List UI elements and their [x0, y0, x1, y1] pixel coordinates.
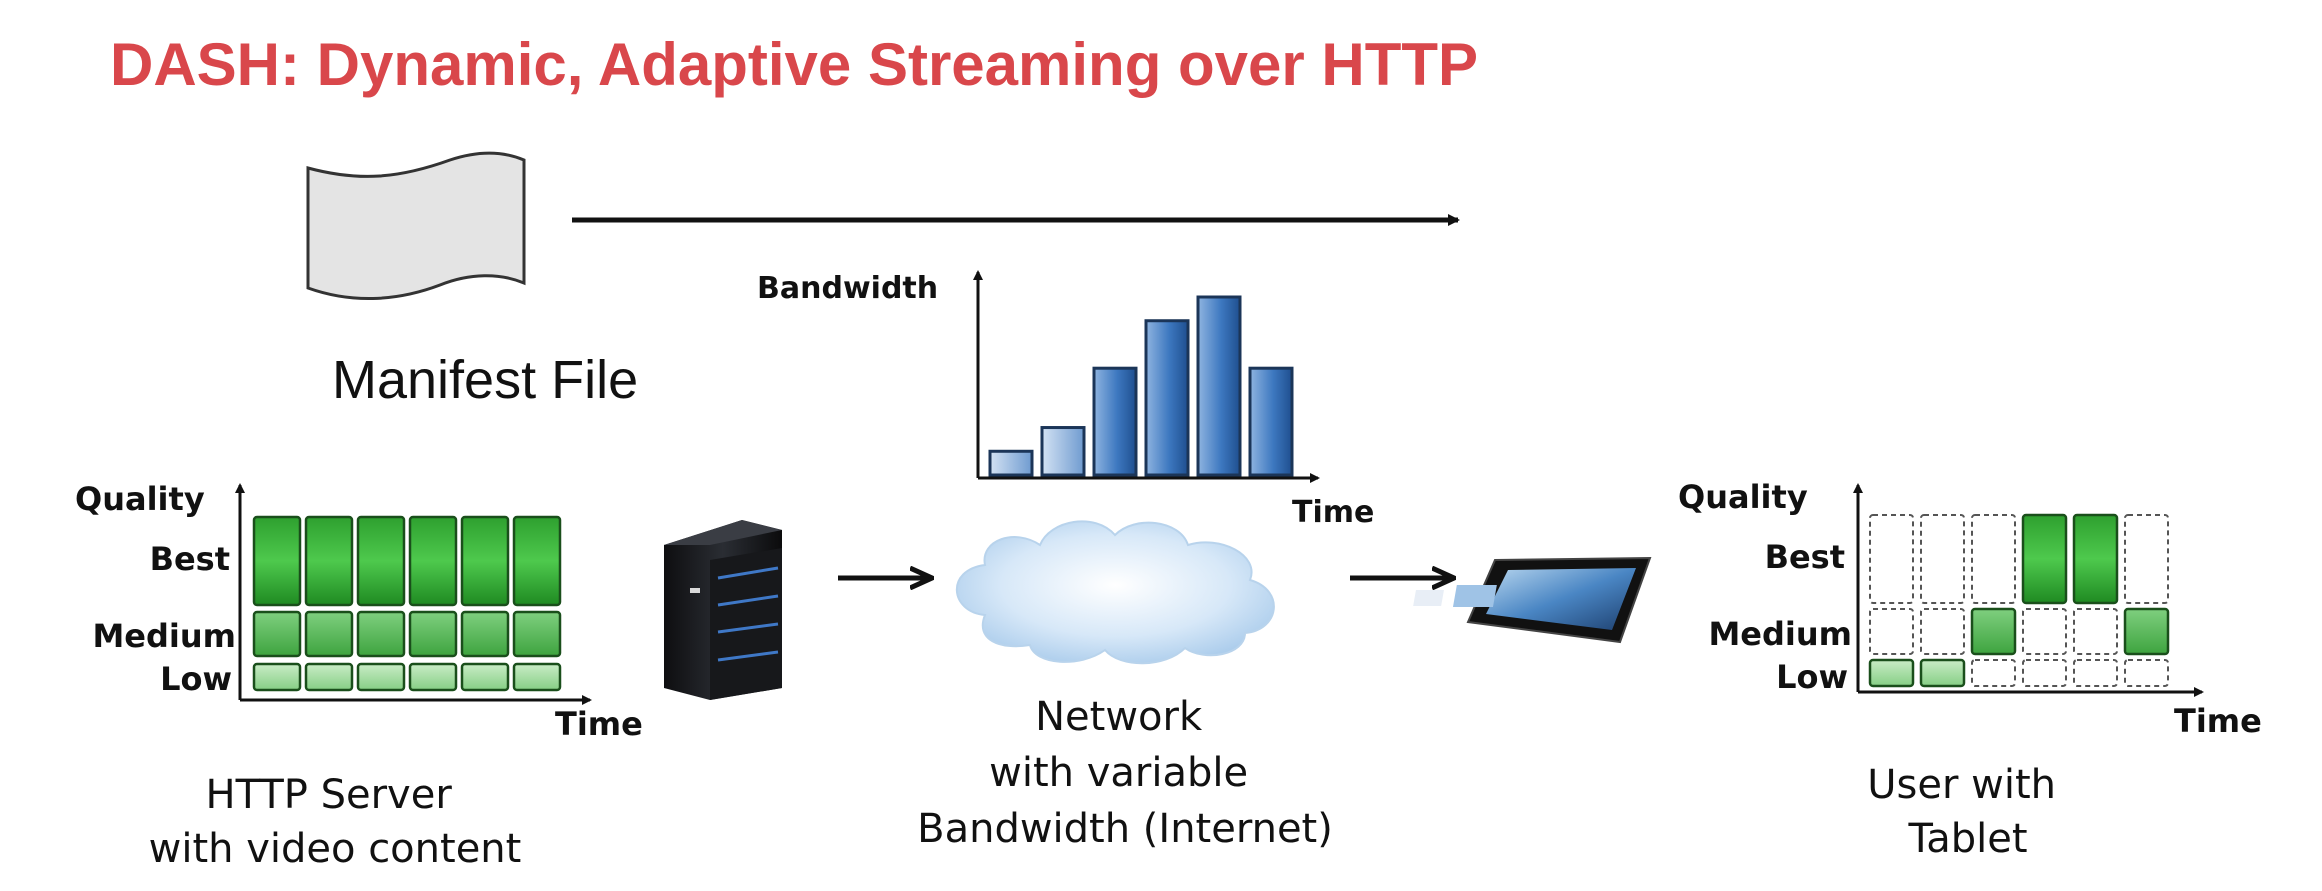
serverCells-best-segment-5 — [460, 515, 510, 607]
clientCells-low-segment-5 — [2073, 659, 2118, 687]
clientCells-best-segment-5 — [2072, 513, 2119, 605]
clientCells-best-segment-3 — [1971, 514, 2016, 604]
serverCells-best-segment-3 — [356, 515, 406, 607]
server-x-label: Time — [555, 705, 643, 743]
bandwidth-bar-1 — [988, 449, 1034, 477]
clientCells-medium-segment-2 — [1920, 608, 1965, 655]
serverCells-medium-segment-2 — [304, 610, 354, 658]
clientCells-best-segment-2 — [1920, 514, 1965, 604]
server-icon — [664, 520, 782, 700]
bandwidth-bar-6 — [1248, 366, 1294, 477]
serverCells-low-segment-5 — [460, 662, 510, 692]
server-caption: HTTP Server with video content — [149, 772, 522, 872]
serverCells-low-segment-4 — [408, 662, 458, 692]
client-quality-chart: Quality Best Medium Low Time — [1678, 478, 2262, 740]
serverCells-medium-segment-4 — [408, 610, 458, 658]
clientCells-medium-segment-1 — [1869, 608, 1914, 655]
client-x-label: Time — [2174, 702, 2262, 740]
client-caption-line-2: Tablet — [1907, 816, 2027, 862]
bandwidth-bar-4 — [1144, 319, 1190, 477]
bandwidth-chart: Bandwidth Time — [757, 270, 1374, 530]
client-level-best: Best — [1765, 538, 1845, 576]
client-caption: User with Tablet — [1867, 762, 2068, 862]
clientCells-medium-segment-6 — [2123, 607, 2170, 656]
client-caption-line-1: User with — [1867, 762, 2056, 808]
network-cloud-icon — [955, 520, 1275, 665]
server-y-label: Quality — [75, 480, 205, 518]
clientCells-best-segment-4 — [2021, 513, 2068, 605]
bandwidth-bar-2 — [1040, 426, 1086, 477]
serverCells-low-segment-2 — [304, 662, 354, 692]
serverCells-best-segment-2 — [304, 515, 354, 607]
tablet-icon — [1413, 556, 1652, 644]
clientCells-best-segment-6 — [2124, 514, 2169, 604]
serverCells-medium-segment-3 — [356, 610, 406, 658]
clientCells-low-segment-6 — [2124, 659, 2169, 687]
bandwidth-y-label: Bandwidth — [757, 271, 938, 306]
clientCells-medium-segment-5 — [2073, 608, 2118, 655]
manifest-document-icon — [306, 151, 526, 300]
bandwidth-x-label: Time — [1292, 495, 1374, 530]
server-level-best: Best — [150, 540, 230, 578]
network-caption: Network with variable Bandwidth (Interne… — [917, 694, 1333, 852]
serverCells-low-segment-6 — [512, 662, 562, 692]
serverCells-best-segment-6 — [512, 515, 562, 607]
network-caption-line-3: Bandwidth (Internet) — [917, 806, 1333, 852]
serverCells-best-segment-1 — [252, 515, 302, 607]
clientCells-low-segment-4 — [2022, 659, 2067, 687]
serverCells-best-segment-4 — [408, 515, 458, 607]
clientCells-low-segment-3 — [1971, 659, 2016, 687]
client-y-label: Quality — [1678, 478, 1808, 516]
client-level-medium: Medium — [1708, 615, 1852, 653]
manifest-label: Manifest File — [332, 350, 638, 410]
clientCells-medium-segment-3 — [1970, 607, 2017, 656]
page-title: DASH: Dynamic, Adaptive Streaming over H… — [110, 31, 1479, 98]
clientCells-low-segment-2 — [1919, 658, 1966, 688]
serverCells-low-segment-1 — [252, 662, 302, 692]
server-level-medium: Medium — [92, 617, 236, 655]
network-caption-line-2: with variable — [989, 750, 1248, 796]
serverCells-low-segment-3 — [356, 662, 406, 692]
server-level-low: Low — [160, 660, 232, 698]
network-caption-line-1: Network — [1035, 694, 1203, 740]
clientCells-low-segment-1 — [1868, 658, 1915, 688]
bandwidth-bar-3 — [1092, 366, 1138, 477]
bandwidth-bar-5 — [1196, 295, 1242, 477]
server-caption-line-2: with video content — [149, 826, 522, 872]
serverCells-medium-segment-1 — [252, 610, 302, 658]
server-quality-chart: Quality Best Medium Low Time — [75, 480, 643, 743]
server-caption-line-1: HTTP Server — [206, 772, 453, 818]
serverCells-medium-segment-6 — [512, 610, 562, 658]
clientCells-medium-segment-4 — [2022, 608, 2067, 655]
client-level-low: Low — [1776, 658, 1848, 696]
serverCells-medium-segment-5 — [460, 610, 510, 658]
clientCells-best-segment-1 — [1869, 514, 1914, 604]
